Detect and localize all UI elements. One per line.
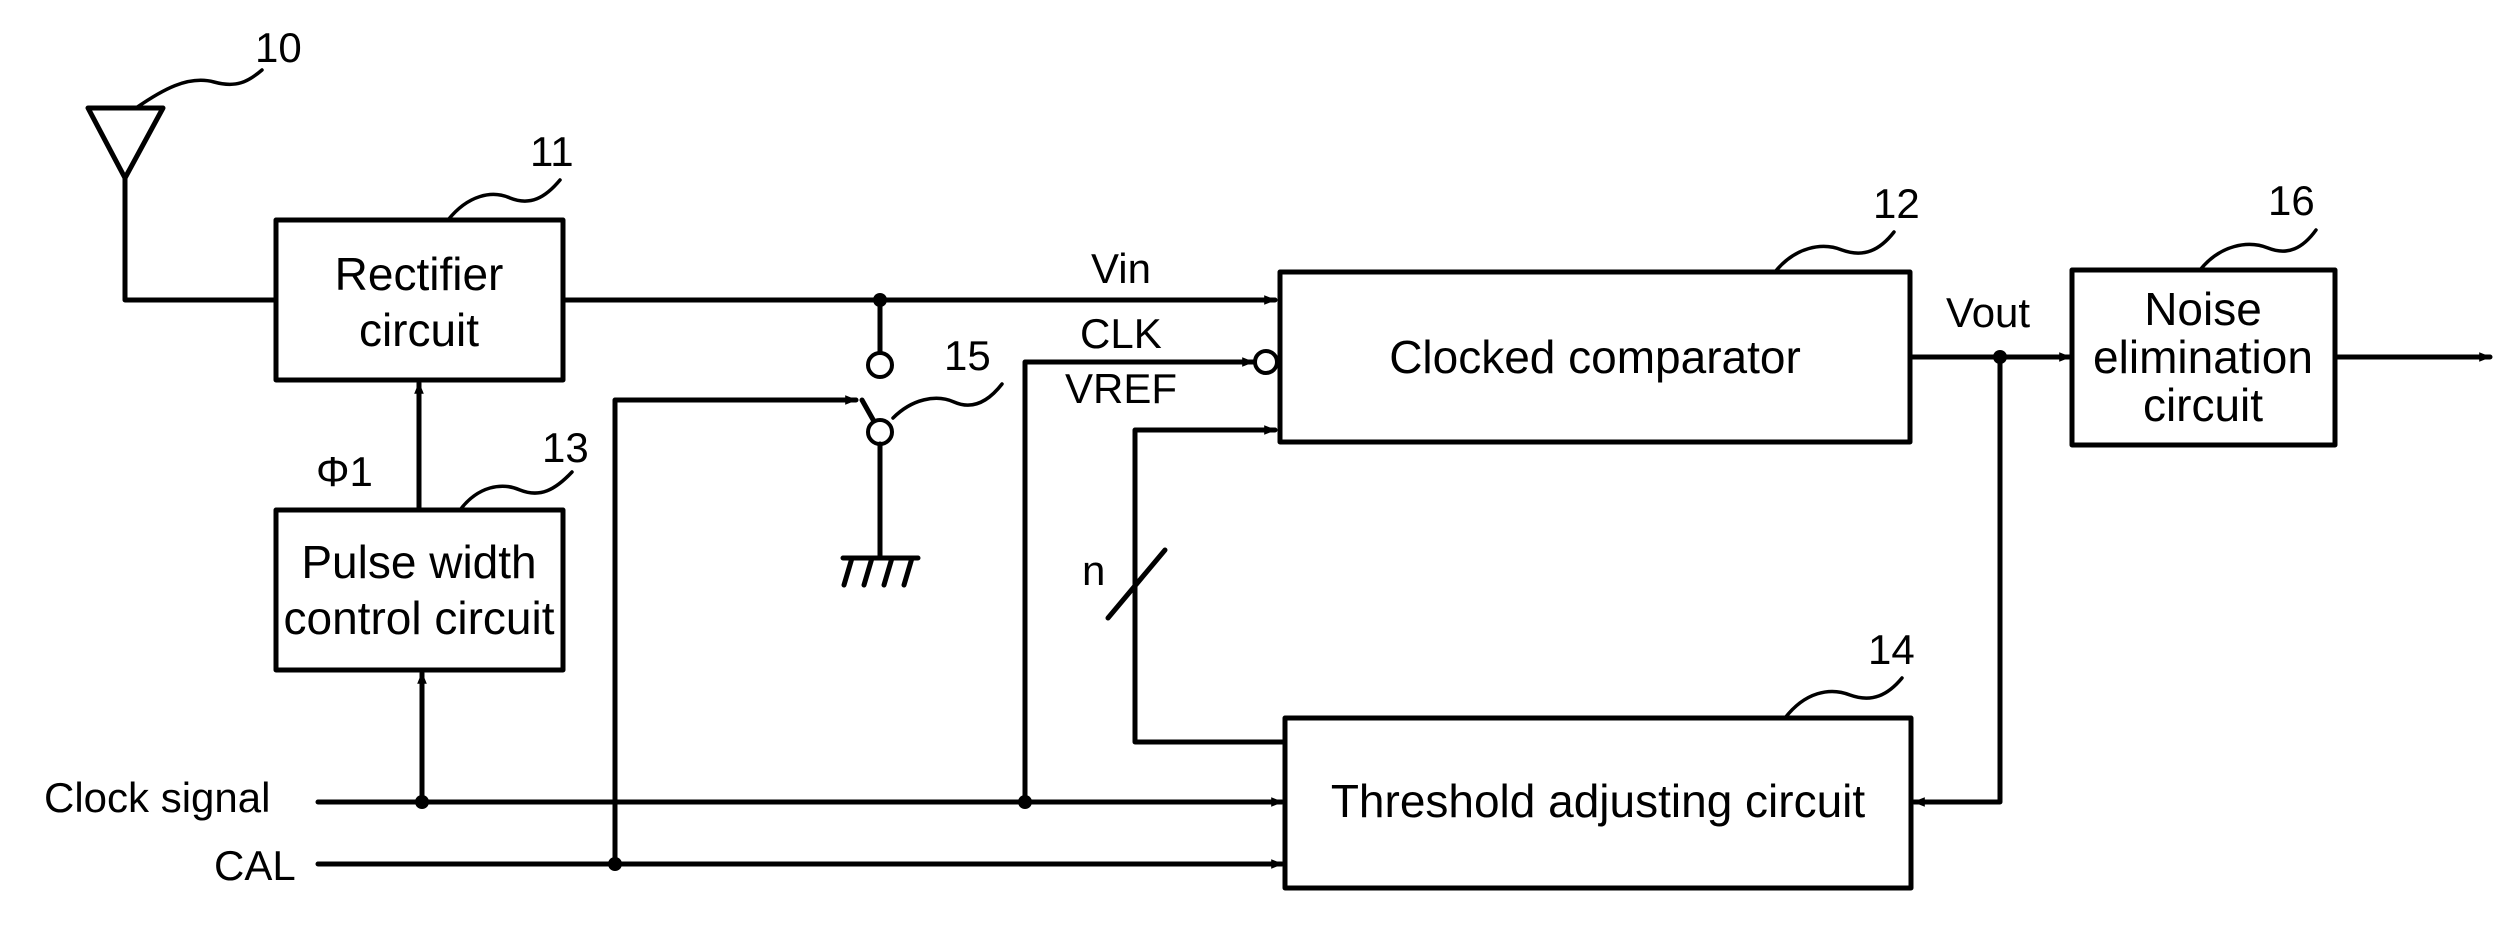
comparator-label: Clocked comparator <box>1389 331 1801 383</box>
threshold-label: Threshold adjusting circuit <box>1331 775 1866 827</box>
antenna-icon <box>88 108 163 178</box>
antenna <box>88 108 276 300</box>
comparator-ref: 12 <box>1873 180 1920 227</box>
pulse-width-label-line1: Pulse width <box>301 536 536 588</box>
clk-label: CLK <box>1080 310 1162 357</box>
rectifier-circuit-block: Rectifier circuit <box>276 220 563 380</box>
pulse-width-box <box>276 510 563 670</box>
clock-signal-label: Clock signal <box>44 774 270 821</box>
noise-label-line1: Noise <box>2144 283 2262 335</box>
antenna-ref: 10 <box>255 24 302 71</box>
cal-to-switch-wire <box>615 400 856 864</box>
clk-inversion-bubble <box>1255 351 1277 373</box>
switch-leader-line <box>893 384 1002 418</box>
phi1-label: Φ1 <box>316 448 373 495</box>
noise-label-line3: circuit <box>2143 379 2263 431</box>
noise-elimination-block: Noise elimination circuit <box>2072 270 2335 445</box>
pulse-width-label-line2: control circuit <box>284 592 555 644</box>
vout-label: Vout <box>1946 289 2030 336</box>
rectifier-label-line1: Rectifier <box>335 248 504 300</box>
pulse-width-ref: 13 <box>542 424 589 471</box>
switch-top-contact <box>868 353 892 377</box>
rectifier-label-line2: circuit <box>359 304 479 356</box>
pulse-width-control-block: Pulse width control circuit <box>276 510 563 670</box>
threshold-adjusting-block: Threshold adjusting circuit <box>1285 718 1911 888</box>
rectifier-leader-line <box>448 180 560 220</box>
switch-15 <box>843 300 918 585</box>
antenna-feed-wire <box>125 178 276 300</box>
rectifier-box <box>276 220 563 380</box>
comparator-leader-line <box>1775 232 1894 272</box>
rectifier-ref: 11 <box>530 128 574 175</box>
clocked-comparator-block: Clocked comparator <box>1280 272 1910 442</box>
switch-bottom-contact <box>868 420 892 444</box>
bus-width-label: n <box>1082 547 1105 594</box>
switch-ref: 15 <box>944 332 991 379</box>
ground-icon <box>843 558 918 585</box>
antenna-leader-line <box>136 70 262 108</box>
noise-label-line2: elimination <box>2093 331 2313 383</box>
noise-leader-line <box>2200 230 2316 270</box>
pulse-width-leader-line <box>460 472 572 510</box>
vout-feedback-wire <box>1914 357 2000 802</box>
vin-label: Vin <box>1091 245 1151 292</box>
cal-label: CAL <box>214 842 296 889</box>
threshold-leader-line <box>1785 678 1902 718</box>
threshold-ref: 14 <box>1868 626 1915 673</box>
vref-label: VREF <box>1065 365 1177 412</box>
noise-ref: 16 <box>2268 177 2315 224</box>
vref-bus-wire <box>1135 430 1285 742</box>
